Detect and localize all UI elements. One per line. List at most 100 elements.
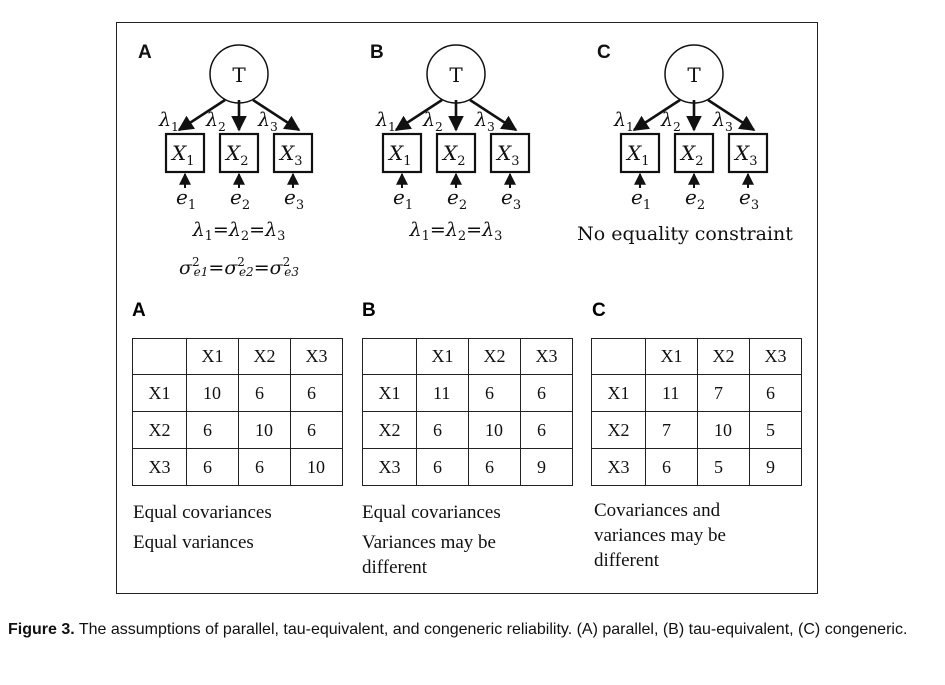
indicator-label: X1 (387, 141, 412, 169)
loading-arrow (469, 98, 518, 132)
table-cell: 6 (645, 448, 698, 486)
table-cell: 6 (416, 448, 469, 486)
indicator-box (435, 132, 477, 174)
table-cell: 5 (697, 448, 750, 486)
table-cell: 6 (290, 411, 343, 449)
table-cell: 5 (749, 411, 802, 449)
table-cell: 6 (520, 411, 573, 449)
table-cell: 6 (520, 374, 573, 412)
row-header: X2 (591, 411, 646, 449)
column-header: X3 (290, 338, 343, 375)
indicator-box (381, 132, 423, 174)
table-cell: 6 (186, 411, 239, 449)
note-line: variances may be (594, 525, 726, 546)
row-header: X3 (591, 448, 646, 486)
column-header: X1 (416, 338, 469, 375)
column-header (132, 338, 187, 375)
row-header: X1 (591, 374, 646, 412)
figure-caption-label: Figure 3. (8, 621, 75, 638)
loading-arrow (394, 98, 443, 132)
indicator-box (164, 132, 206, 174)
loading-label: λ1 (158, 109, 179, 134)
loading-label: λ2 (660, 109, 681, 134)
table-a-notes: Equal covariances Equal variances (133, 500, 272, 555)
panel-letter: C (597, 42, 611, 63)
indicator-box (272, 132, 314, 174)
column-header: X2 (697, 338, 750, 375)
indicator-box (489, 132, 531, 174)
indicator-label: X3 (278, 141, 303, 169)
loading-label: λ2 (205, 109, 226, 134)
constraint-text: λ1=λ2=λ3 (409, 219, 503, 244)
indicator-label: X2 (679, 141, 704, 169)
column-header: X3 (520, 338, 573, 375)
indicator-label: X3 (495, 141, 520, 169)
indicator-label: X1 (625, 141, 650, 169)
column-header: X1 (645, 338, 698, 375)
latent-label: T (232, 63, 246, 87)
note-line: different (362, 557, 428, 578)
table-cell: 6 (290, 374, 343, 412)
panel-letter-b-table: B (362, 300, 376, 321)
loading-arrow (177, 98, 226, 132)
error-label: e3 (739, 185, 759, 213)
indicator-box (727, 132, 769, 174)
loading-label: λ1 (375, 109, 396, 134)
table-cell: 11 (645, 374, 698, 412)
table-cell: 10 (290, 448, 343, 486)
note-line: Equal covariances (133, 502, 272, 523)
table-cell: 9 (749, 448, 802, 486)
row-header: X1 (362, 374, 417, 412)
latent-label: T (687, 63, 701, 87)
row-header: X1 (132, 374, 187, 412)
loading-label: λ3 (712, 109, 733, 134)
column-header: X1 (186, 338, 239, 375)
table-cell: 6 (749, 374, 802, 412)
constraint-text: No equality constraint (577, 223, 793, 245)
table-cell: 6 (238, 448, 291, 486)
indicator-label: X2 (441, 141, 466, 169)
column-header: X2 (238, 338, 291, 375)
loading-arrow (632, 98, 681, 132)
indicator-box (673, 132, 715, 174)
column-header (362, 338, 417, 375)
error-label: e2 (447, 185, 467, 213)
table-cell: 6 (416, 411, 469, 449)
figure-caption: Figure 3. The assumptions of parallel, t… (8, 619, 938, 641)
error-label: e1 (631, 185, 651, 213)
indicator-label: X3 (733, 141, 758, 169)
row-header: X2 (132, 411, 187, 449)
note-line: Covariances and (594, 500, 721, 521)
loading-arrow (707, 98, 756, 132)
loading-arrow (252, 98, 301, 132)
loading-label: λ3 (257, 109, 278, 134)
panel-letter-c-table: C (592, 300, 606, 321)
error-label: e2 (230, 185, 250, 213)
row-header: X3 (362, 448, 417, 486)
error-label: e1 (176, 185, 196, 213)
table-cell: 7 (645, 411, 698, 449)
note-line: Equal covariances (362, 502, 501, 523)
constraint-text: λ1=λ2=λ3 (192, 219, 286, 244)
table-c-notes: Covariances and variances may be differe… (594, 498, 726, 573)
table-b-notes: Equal covariances Variances may be diffe… (362, 500, 501, 580)
table-cell: 6 (186, 448, 239, 486)
error-label: e3 (501, 185, 521, 213)
table-cell: 10 (468, 411, 521, 449)
panel-letter: A (138, 42, 152, 63)
row-header: X2 (362, 411, 417, 449)
row-header: X3 (132, 448, 187, 486)
loading-label: λ3 (474, 109, 495, 134)
panel-letter: B (370, 42, 384, 63)
